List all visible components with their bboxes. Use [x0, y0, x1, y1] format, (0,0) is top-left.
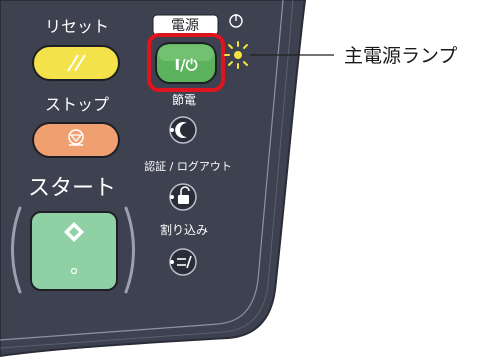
stop-icon: [68, 129, 84, 145]
main-power-lamp-callout: 主電源ランプ: [344, 45, 457, 67]
power-button[interactable]: I/⏻: [155, 42, 217, 84]
stop-button[interactable]: [32, 122, 120, 158]
start-bracket-right: [124, 206, 135, 294]
energy-saver-label: 節電: [172, 92, 196, 107]
reset-icon: [67, 54, 79, 72]
start-indicator-led: [70, 267, 78, 275]
power-button-label: I/⏻: [175, 56, 198, 74]
start-bracket-left: [11, 206, 22, 294]
panel-bevel-line: [0, 0, 284, 341]
auth-logout-button[interactable]: [169, 183, 197, 211]
panel-bevel-line: [0, 0, 294, 349]
interrupt-icon: [177, 255, 192, 269]
power-button-highlight: [147, 33, 225, 92]
moon-icon: [175, 122, 187, 138]
power-symbol-icon: [229, 14, 243, 28]
start-label: スタート: [28, 176, 116, 201]
interrupt-button[interactable]: [169, 248, 197, 276]
power-header-label: 電源: [171, 18, 199, 34]
energy-saver-button[interactable]: [169, 116, 197, 144]
stop-label: ストップ: [45, 95, 109, 114]
auth-logout-label: 認証 / ログアウト: [144, 159, 232, 173]
interrupt-label: 割り込み: [160, 222, 208, 237]
reset-button[interactable]: [32, 45, 120, 81]
start-button[interactable]: [30, 211, 118, 291]
main-power-lamp: [224, 41, 248, 69]
reset-label: リセット: [45, 17, 109, 36]
padlock-icon: [178, 186, 190, 204]
